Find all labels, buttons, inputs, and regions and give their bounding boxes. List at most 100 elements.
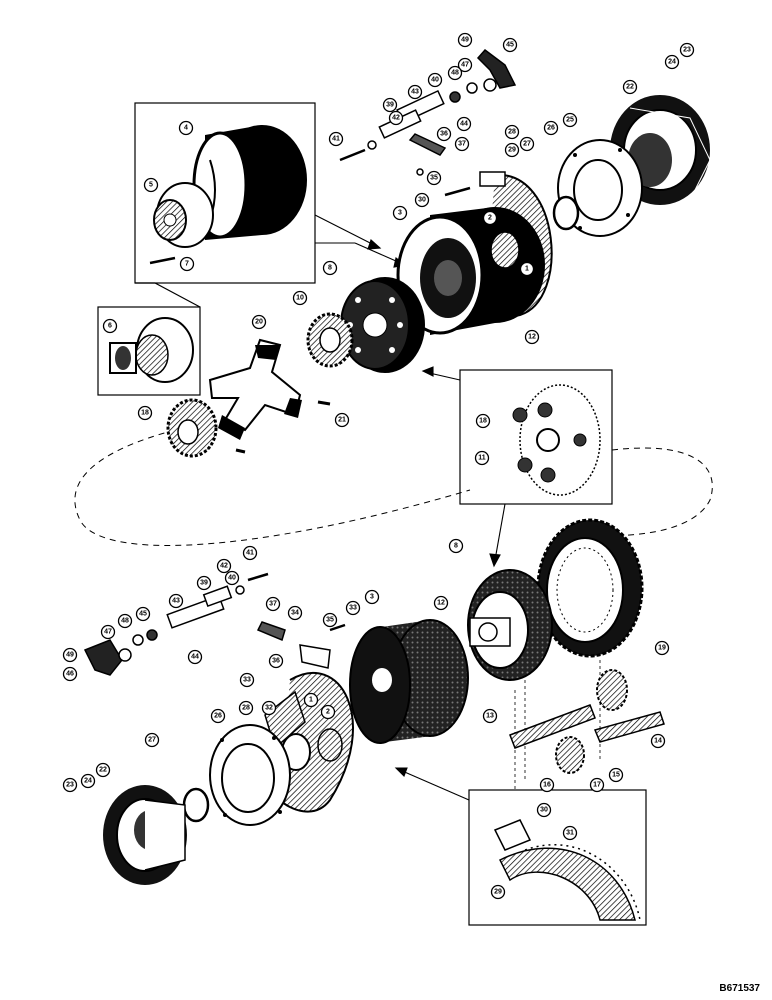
callout-number: 27 (148, 737, 156, 744)
callout-11: 11 (474, 450, 490, 466)
callout-circle (210, 708, 226, 724)
callout-circle (62, 777, 78, 793)
inset-pinion-bearing-art (109, 317, 194, 383)
callout-number: 23 (66, 782, 74, 789)
callout-circle (456, 116, 472, 132)
callout-42-bot: 42 (216, 558, 232, 574)
callout-circle (502, 37, 518, 53)
callout-circle (80, 773, 96, 789)
callout-circle (448, 538, 464, 554)
callout-22-top: 22 (622, 79, 638, 95)
callout-18-inset: 18 (475, 413, 491, 429)
callout-number: 49 (461, 37, 469, 44)
callout-circle (187, 649, 203, 665)
callout-33-bot: 33 (345, 600, 361, 616)
callout-5: 5 (143, 177, 159, 193)
callout-layer: 2324224549474840433942444136373525262927… (62, 32, 695, 900)
callout-circle (292, 290, 308, 306)
callout-circle (490, 884, 506, 900)
callout-circle (102, 318, 118, 334)
callout-number: 3 (398, 210, 402, 217)
inset-carrier-art (512, 384, 601, 496)
callout-49-bot: 49 (62, 647, 78, 663)
callout-number: 18 (141, 410, 149, 417)
callout-number: 40 (431, 77, 439, 84)
callout-number: 36 (440, 131, 448, 138)
callout-number: 32 (265, 705, 273, 712)
callout-29-top: 29 (504, 142, 520, 158)
callout-number: 47 (461, 62, 469, 69)
callout-number: 15 (612, 772, 620, 779)
callout-10: 10 (292, 290, 308, 306)
callout-36-bot: 36 (268, 653, 284, 669)
callout-circle (589, 777, 605, 793)
callout-43-top: 43 (407, 84, 423, 100)
callout-27-bot: 27 (144, 732, 160, 748)
callout-46-bot: 46 (62, 666, 78, 682)
callout-22-bot: 22 (95, 762, 111, 778)
inset-brake-band-art (493, 819, 641, 921)
callout-circle (562, 112, 578, 128)
callout-circle (287, 605, 303, 621)
callout-number: 30 (418, 197, 426, 204)
callout-circle (650, 733, 666, 749)
callout-30-inset: 30 (536, 802, 552, 818)
callout-number: 10 (296, 295, 304, 302)
callout-24-top: 24 (664, 54, 680, 70)
callout-circle (457, 32, 473, 48)
inset-frame-carrier (459, 369, 613, 505)
callout-37-top: 37 (454, 136, 470, 152)
callout-number: 2 (326, 709, 330, 716)
callout-circle (242, 545, 258, 561)
callout-circle (475, 413, 491, 429)
callout-circle (143, 177, 159, 193)
callout-20: 20 (251, 314, 267, 330)
callout-28-top: 28 (504, 124, 520, 140)
callout-number: 6 (108, 323, 112, 330)
callout-41-bot: 41 (242, 545, 258, 561)
callout-number: 12 (528, 334, 536, 341)
callout-number: 31 (566, 830, 574, 837)
callout-circle (679, 42, 695, 58)
callout-circle (539, 777, 555, 793)
callout-number: 39 (200, 580, 208, 587)
callout-39-bot: 39 (196, 575, 212, 591)
callout-number: 36 (272, 658, 280, 665)
inset-frame-pinion-bearing (97, 306, 201, 396)
callout-circle (238, 700, 254, 716)
callout-number: 46 (66, 671, 74, 678)
callout-number: 35 (430, 175, 438, 182)
callout-42-top: 42 (388, 110, 404, 126)
callout-27-top: 27 (519, 136, 535, 152)
callout-number: 40 (228, 575, 236, 582)
callout-number: 41 (332, 136, 340, 143)
callout-44-bot: 44 (187, 649, 203, 665)
callout-39-top: 39 (382, 97, 398, 113)
callout-number: 30 (540, 807, 548, 814)
dashed-connector-loop (74, 429, 713, 546)
callout-7: 7 (179, 256, 195, 272)
pinion-top (490, 231, 520, 269)
callout-30: 30 (414, 192, 430, 208)
callout-number: 43 (411, 89, 419, 96)
callout-number: 34 (291, 610, 299, 617)
callout-circle (265, 596, 281, 612)
callout-circle (322, 260, 338, 276)
callout-number: 28 (242, 705, 250, 712)
callout-25-top: 25 (562, 112, 578, 128)
callout-35-top: 35 (426, 170, 442, 186)
callout-circle (414, 192, 430, 208)
sun-gear-10 (306, 312, 354, 368)
callout-number: 37 (269, 601, 277, 608)
callout-number: 45 (506, 42, 514, 49)
callout-number: 47 (104, 629, 112, 636)
callout-circle (382, 97, 398, 113)
callout-3-top: 3 (392, 205, 408, 221)
callout-circle (392, 205, 408, 221)
brake-plates-bottom (209, 690, 311, 826)
callout-43-bot: 43 (168, 593, 184, 609)
inset-frame-brake-band (468, 789, 647, 926)
gear-16-17 (555, 736, 585, 774)
callout-28-bot: 28 (238, 700, 254, 716)
carrier-gear-top (340, 277, 425, 373)
